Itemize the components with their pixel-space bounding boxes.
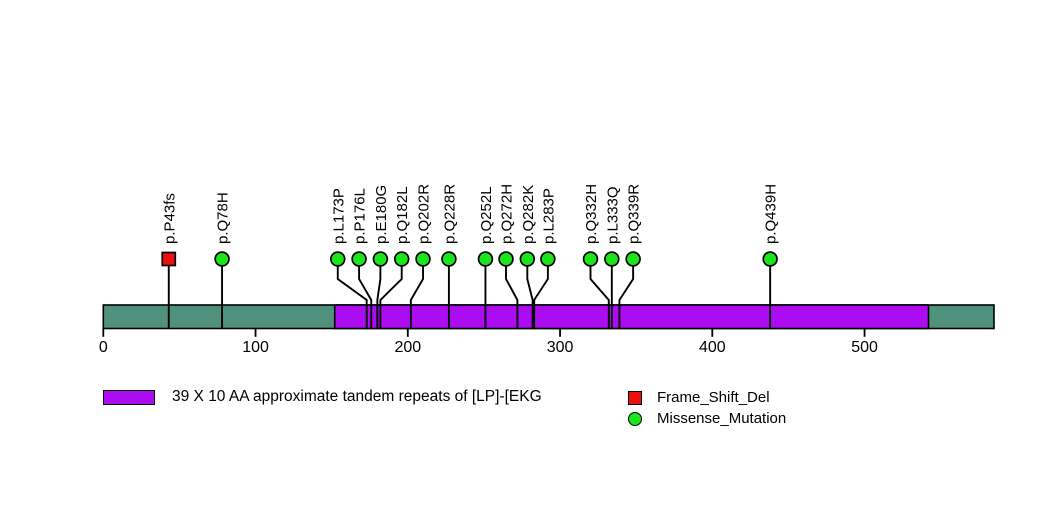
lollipop-stem bbox=[336, 265, 368, 329]
mutation-marker-circle bbox=[604, 251, 620, 267]
lollipop-stem bbox=[376, 265, 382, 329]
domain-swatch bbox=[103, 389, 155, 405]
axis-tick-label: 100 bbox=[242, 339, 269, 356]
axis-tick-label: 400 bbox=[699, 339, 726, 356]
axis-tick-label: 0 bbox=[99, 339, 108, 356]
lollipop-stem bbox=[618, 265, 635, 329]
mutation-marker-circle bbox=[582, 251, 599, 267]
mutation-marker-circle bbox=[214, 251, 230, 267]
mutation-marker-circle bbox=[330, 251, 346, 267]
mutation-marker-circle bbox=[393, 251, 410, 267]
mutation-marker-circle bbox=[477, 251, 494, 267]
mutation-label: p.L333Q bbox=[604, 186, 621, 244]
mutation-label: p.Q439H bbox=[763, 184, 780, 244]
mutation-label: p.L173P bbox=[330, 188, 347, 244]
mutation-label: p.Q202R bbox=[416, 184, 433, 244]
lollipop-stem bbox=[409, 265, 424, 329]
mutation-label: p.Q339R bbox=[626, 184, 643, 244]
mutation-label: p.Q332H bbox=[583, 184, 600, 244]
mutation-label: p.Q282K bbox=[520, 185, 537, 244]
mutation-marker-circle bbox=[498, 251, 514, 267]
domain-legend-label: 39 X 10 AA approximate tandem repeats of… bbox=[172, 388, 542, 405]
mutation-marker-circle bbox=[519, 251, 536, 267]
axis-tick-label: 300 bbox=[547, 339, 574, 356]
mutation-marker-circle bbox=[540, 251, 556, 267]
mutation-type-legend: Frame_Shift_Del Missense_Mutation bbox=[628, 387, 786, 429]
lollipop-stem bbox=[589, 265, 610, 329]
mutation-label: p.Q252L bbox=[478, 186, 495, 244]
missense-swatch-icon bbox=[628, 411, 642, 426]
mutation-marker-circle bbox=[441, 251, 457, 267]
legend-row-frameshift: Frame_Shift_Del bbox=[628, 387, 786, 408]
domain-legend: 39 X 10 AA approximate tandem repeats of… bbox=[103, 388, 542, 406]
axis-tick-label: 500 bbox=[851, 339, 878, 356]
missense-legend-label: Missense_Mutation bbox=[657, 410, 787, 427]
mutation-marker-circle bbox=[762, 251, 778, 267]
frameshift-swatch-icon bbox=[628, 390, 642, 405]
mutation-label: p.P176L bbox=[352, 188, 369, 244]
mutation-label: p.Q272H bbox=[499, 184, 516, 244]
mutation-label: p.E180G bbox=[373, 185, 390, 244]
mutation-label: p.L283P bbox=[540, 188, 557, 244]
tandem-repeat-domain bbox=[333, 304, 930, 330]
mutation-label: p.Q228R bbox=[441, 184, 458, 244]
lollipop-stem bbox=[505, 265, 519, 329]
mutation-label: p.P43fs bbox=[161, 193, 178, 244]
mutation-marker-circle bbox=[415, 251, 431, 267]
lollipop-stem bbox=[358, 265, 373, 329]
mutation-marker-circle bbox=[372, 251, 389, 267]
mutation-marker-circle bbox=[351, 251, 367, 267]
mutation-marker-circle bbox=[625, 251, 641, 267]
axis-tick-label: 200 bbox=[394, 339, 421, 356]
mutation-marker-square bbox=[161, 251, 177, 267]
mutation-label: p.Q182L bbox=[394, 186, 411, 244]
lollipop-stem bbox=[533, 265, 549, 329]
legend-row-missense: Missense_Mutation bbox=[628, 408, 786, 429]
lollipop-stem bbox=[379, 265, 403, 329]
lollipop-stem bbox=[526, 265, 534, 329]
mutation-label: p.Q78H bbox=[215, 192, 232, 244]
frameshift-legend-label: Frame_Shift_Del bbox=[657, 389, 770, 406]
